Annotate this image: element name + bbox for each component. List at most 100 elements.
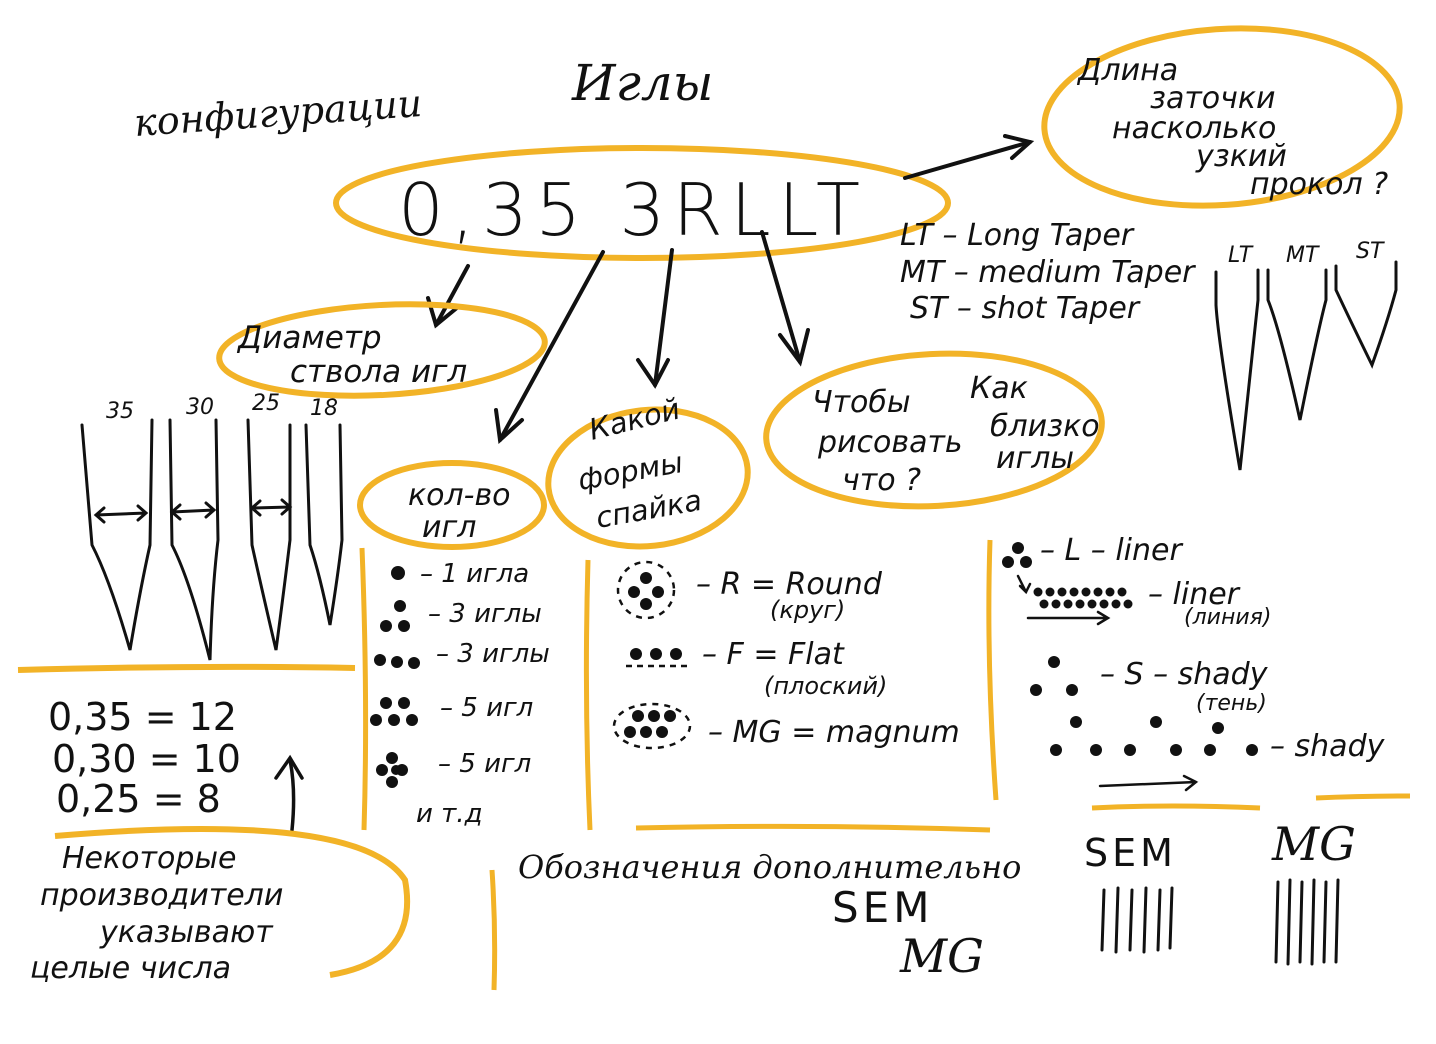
arrow-to-diameter xyxy=(434,264,470,327)
conversion-030: 0,30 = 10 xyxy=(52,737,241,781)
diameter-bubble xyxy=(216,301,548,399)
count-item-4: – 5 игл xyxy=(440,693,533,723)
divider-left-horizontal xyxy=(17,663,356,673)
taper-needles xyxy=(1214,260,1398,471)
purpose-item-shady-sub: (тень) xyxy=(1196,691,1267,716)
extra-label-sem: SEM xyxy=(1084,831,1177,875)
liner-direction-arrow xyxy=(1026,610,1111,626)
taper-question: Длина заточки насколько узкий прокол ? xyxy=(1076,53,1388,202)
page-title: Иглы xyxy=(571,54,713,112)
taper-legend-mt: MT – medium Taper xyxy=(900,255,1196,290)
count-question: кол-во игл xyxy=(408,478,511,545)
taper-labels: LT MT ST xyxy=(1228,239,1385,268)
note-line-1: Некоторые xyxy=(62,841,237,876)
divider-bottom-left xyxy=(489,869,498,991)
purpose-question: Чтобы рисовать что ? Как близко иглы xyxy=(812,371,1100,498)
arrow-to-purpose xyxy=(760,230,802,364)
purpose-q-line-4: Как xyxy=(970,371,1028,406)
diameter-conversions: 0,35 = 12 0,30 = 10 0,25 = 8 xyxy=(48,695,241,821)
count-dot-groups xyxy=(370,566,420,788)
count-dots-5-cross xyxy=(376,752,408,788)
count-item-1: – 1 игла xyxy=(420,559,529,589)
purpose-item-line: – liner xyxy=(1148,577,1241,612)
diameter-arrow-025 xyxy=(249,498,293,517)
count-bubble xyxy=(357,460,547,550)
arrow-to-taper xyxy=(903,140,1032,180)
taper-q-line-3: насколько xyxy=(1112,111,1276,146)
purpose-bubble xyxy=(763,350,1105,510)
count-item-3: – 3 иглы xyxy=(436,639,550,669)
diameter-arrow-030 xyxy=(169,501,217,521)
divider-shape-right xyxy=(986,539,999,801)
diameter-needle-labels: 35 30 25 18 xyxy=(106,391,338,424)
count-q-line-1: кол-во xyxy=(408,478,511,513)
shape-magnum-icon xyxy=(612,702,692,750)
conversion-035: 0,35 = 12 xyxy=(48,695,237,739)
note-line-4: целые числа xyxy=(30,951,231,986)
purpose-q-line-5: близко xyxy=(990,409,1100,444)
count-items: – 1 игла – 3 иглы – 3 иглы – 5 игл – 5 и… xyxy=(416,559,550,829)
shape-flat-icon xyxy=(626,648,688,668)
needle-code: 0,35 3RLLT xyxy=(398,168,860,252)
needle-long-taper xyxy=(1214,268,1260,471)
diameter-needles xyxy=(80,418,344,661)
conversion-025: 0,25 = 8 xyxy=(56,777,221,821)
code-bubble xyxy=(333,145,951,261)
taper-bubble xyxy=(1041,25,1403,209)
arrow-to-count xyxy=(498,250,605,442)
shape-item-flat: – F = Flat xyxy=(702,637,845,672)
shape-bubble xyxy=(545,406,751,550)
taper-legend-st: ST – shot Taper xyxy=(910,291,1141,326)
shape-round-icon xyxy=(616,560,676,620)
note-bubble xyxy=(54,826,411,978)
needle-035 xyxy=(80,418,154,651)
count-dots-3-line xyxy=(374,654,420,669)
taper-legend: LT – Long Taper MT – medium Taper ST – s… xyxy=(900,218,1196,326)
count-dots-1 xyxy=(391,566,405,580)
mg-needle-lines xyxy=(1274,878,1340,966)
divider-count-right xyxy=(583,559,593,831)
purpose-q-line-1: Чтобы xyxy=(812,385,911,420)
page-subtitle: конфигурации xyxy=(133,81,424,145)
needle-018 xyxy=(304,423,344,626)
needle-label-25: 25 xyxy=(252,391,280,416)
shape-item-flat-sub: (плоский) xyxy=(764,672,887,700)
sem-needle-lines xyxy=(1100,886,1174,954)
extra-label-mg: MG xyxy=(1271,817,1356,871)
note-line-3: указывают xyxy=(99,915,274,950)
taper-q-line-1: Длина xyxy=(1076,53,1178,88)
needle-label-35: 35 xyxy=(106,399,134,424)
count-item-5: – 5 игл xyxy=(438,749,531,779)
diameter-question: Диаметр ствола игл xyxy=(236,320,467,390)
shape-item-magnum: – MG = magnum xyxy=(708,715,960,750)
purpose-items: – L – liner – liner (линия) – S – shady … xyxy=(1040,533,1386,764)
needle-025 xyxy=(246,418,292,651)
extra-code-sem: SEM xyxy=(832,883,933,932)
count-etc: и т.д xyxy=(416,799,483,829)
purpose-item-liner: – L – liner xyxy=(1040,533,1183,568)
needle-030 xyxy=(168,418,220,661)
count-dots-5-grid xyxy=(370,697,418,726)
needle-label-18: 18 xyxy=(310,396,338,421)
diameter-q-line-1: Диаметр xyxy=(236,320,382,356)
count-q-line-2: игл xyxy=(422,510,476,545)
extra-title: Обозначения дополнительно xyxy=(518,848,1021,886)
taper-legend-lt: LT – Long Taper xyxy=(900,218,1135,253)
shady-triangle-dots xyxy=(1030,656,1078,696)
taper-q-line-4: узкий xyxy=(1195,139,1287,174)
needle-medium-taper xyxy=(1266,268,1328,421)
note-line-2: производители xyxy=(40,878,283,913)
purpose-q-line-3: что ? xyxy=(842,463,921,498)
shape-icons xyxy=(612,560,692,750)
divider-bottom-middle xyxy=(635,823,991,833)
taper-q-line-2: заточки xyxy=(1150,81,1276,116)
needle-short-taper xyxy=(1334,260,1398,369)
shape-q-line-1: Какой xyxy=(585,391,683,446)
divider-bottom-right-2 xyxy=(1315,793,1411,801)
manufacturer-note: Некоторые производители указывают целые … xyxy=(30,841,283,986)
shape-items: – R = Round (круг) – F = Flat (плоский) … xyxy=(696,567,960,750)
shape-item-round: – R = Round xyxy=(696,567,883,602)
arrow-to-shape xyxy=(653,248,674,387)
purpose-arrows xyxy=(1016,574,1199,792)
